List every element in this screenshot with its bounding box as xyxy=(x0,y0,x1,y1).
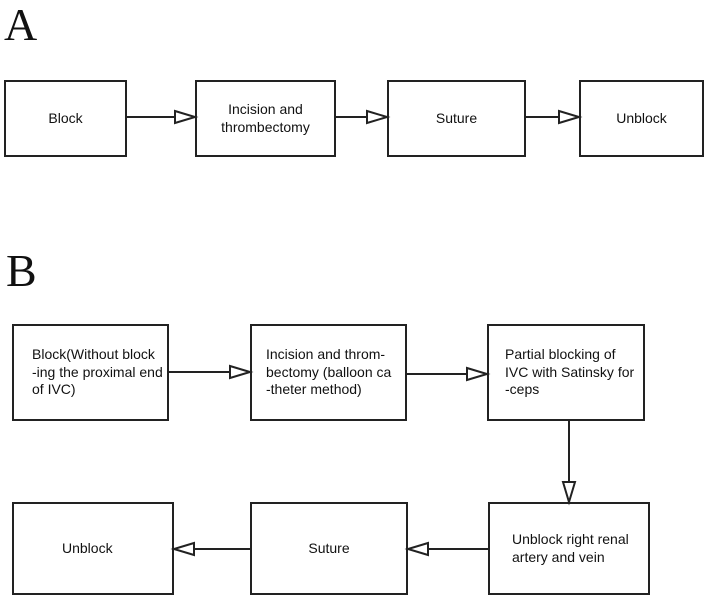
b-step-block-label: Block(Without block -ing the proximal en… xyxy=(32,346,163,398)
b-step-partial-blocking: Partial blocking of IVC with Satinsky fo… xyxy=(487,324,645,421)
b-step-unblock-renal: Unblock right renal artery and vein xyxy=(488,502,650,595)
a-step-suture-label: Suture xyxy=(435,109,478,126)
a-step-block: Block xyxy=(4,80,127,157)
arrow-b-4 xyxy=(404,541,488,557)
b-step-partial-blocking-label: Partial blocking of IVC with Satinsky fo… xyxy=(505,346,635,398)
arrow-b-5 xyxy=(170,541,250,557)
b-step-block: Block(Without block -ing the proximal en… xyxy=(12,324,169,421)
arrow-b-2 xyxy=(407,366,491,382)
arrow-a-2 xyxy=(336,109,391,125)
b-step-suture-label: Suture xyxy=(308,539,350,556)
panel-a-label: A xyxy=(4,0,38,50)
panel-b-label: B xyxy=(6,245,37,296)
arrow-b-1 xyxy=(169,364,254,380)
b-step-incision: Incision and throm- bectomy (balloon ca … xyxy=(250,324,407,421)
b-step-unblock-label: Unblock xyxy=(62,539,113,556)
a-step-suture: Suture xyxy=(387,80,526,157)
a-step-incision-label: Incision and thrombectomy xyxy=(221,101,310,135)
arrow-b-3 xyxy=(561,421,577,506)
a-step-incision: Incision and thrombectomy xyxy=(195,80,336,157)
a-step-unblock-label: Unblock xyxy=(616,109,667,126)
b-step-suture: Suture xyxy=(250,502,408,595)
b-step-unblock: Unblock xyxy=(12,502,174,595)
arrow-a-3 xyxy=(526,109,583,125)
b-step-unblock-renal-label: Unblock right renal artery and vein xyxy=(512,531,629,565)
arrow-a-1 xyxy=(127,109,199,125)
b-step-incision-label: Incision and throm- bectomy (balloon ca … xyxy=(266,346,392,398)
a-step-block-label: Block xyxy=(48,109,83,126)
a-step-unblock: Unblock xyxy=(579,80,704,157)
